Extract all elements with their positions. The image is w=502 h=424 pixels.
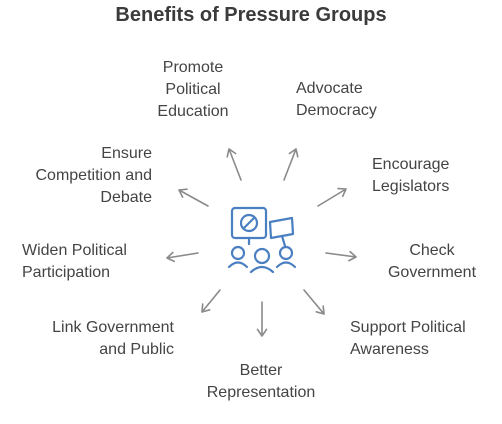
page-title: Benefits of Pressure Groups [115,4,387,26]
arrow-icon-check-government [325,250,357,262]
benefit-line: Encourage [372,156,450,173]
person-right-head [278,245,294,261]
no-entry-symbol-icon [239,213,259,233]
arrow-icon-link-government-and-public [201,289,221,313]
benefit-link-government-and-public: Link Government and Public [20,317,174,361]
arrow-icon-encourage-legislators [317,187,347,207]
benefit-line: Political [165,81,221,98]
benefit-line: Participation [22,264,111,281]
arrow-icon-widen-political-participation [166,251,199,263]
person-center-body [249,265,275,274]
benefit-widen-political-participation: Widen Political Participation [22,240,127,284]
arrow-icon-ensure-competition-and-debate [178,188,209,207]
arrow-icon-advocate-democracy [283,148,299,181]
benefit-line: Ensure [101,145,152,162]
person-left-body [227,261,249,269]
benefit-better-representation: Better Representation [196,360,326,404]
no-entry-slash [242,216,256,230]
benefit-advocate-democracy: Advocate Democracy [296,78,377,122]
benefit-line: Better [239,362,283,379]
benefit-line: Legislators [372,178,450,195]
arrow-icon-support-political-awareness [303,289,325,315]
benefit-ensure-competition-and-debate: Ensure Competition and Debate [10,143,152,209]
benefit-line: Government [387,264,477,281]
arrows-group [166,148,357,337]
benefit-support-political-awareness: Support Political Awareness [350,317,466,361]
flag-icon [268,216,295,240]
benefit-line: Education [157,103,229,120]
benefit-line: Awareness [350,341,429,358]
benefit-line: Link Government [52,319,174,336]
person-right-body [275,261,297,269]
benefit-line: Representation [206,384,316,401]
arrow-icon-better-representation [256,301,268,337]
person-center-head [253,247,271,265]
benefit-line: Support Political [350,319,466,336]
benefit-check-government: Check Government [380,240,484,284]
benefit-line: Democracy [296,102,377,119]
benefit-encourage-legislators: Encourage Legislators [372,154,449,198]
benefit-line: Debate [100,189,152,206]
protest-group-icon [227,206,297,274]
flag-pole [280,234,287,248]
benefit-line: Competition and [35,167,152,184]
person-left-head [230,245,246,261]
benefit-line: Promote [162,59,224,76]
benefit-line: Widen Political [22,242,127,259]
arrow-icon-promote-political-education [226,148,242,181]
benefit-line: and Public [99,341,174,358]
benefit-line: Check [409,242,455,259]
benefit-line: Advocate [296,80,363,97]
benefit-promote-political-education: Promote Political Education [152,57,234,123]
